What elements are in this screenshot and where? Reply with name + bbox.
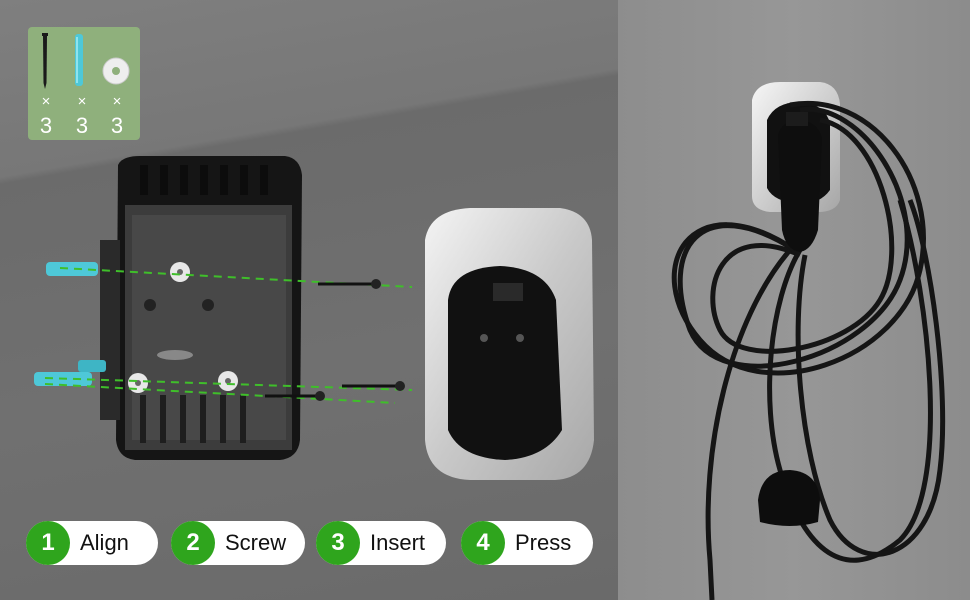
parts-kit-card: × × × 3 3 3 xyxy=(28,27,140,140)
part-multiplier: × xyxy=(77,93,87,110)
step-number-badge: 1 xyxy=(26,521,70,565)
washer-icon xyxy=(102,57,130,85)
screw-icon xyxy=(42,33,48,89)
step-label: Insert xyxy=(370,530,426,555)
wall-anchor-icon xyxy=(34,262,106,386)
charger-holster xyxy=(425,208,594,480)
part-count: 3 xyxy=(39,113,53,138)
part-multiplier: × xyxy=(112,93,122,110)
step-number-badge: 4 xyxy=(461,521,505,565)
step-label: Screw xyxy=(225,530,287,555)
parts-icons xyxy=(42,33,130,89)
screw-icon xyxy=(265,279,405,401)
wall-anchor-icon xyxy=(75,34,83,86)
step-press: 4 Press xyxy=(461,521,593,565)
step-label: Align xyxy=(80,530,129,555)
part-count: 3 xyxy=(110,113,124,138)
exploded-illustration xyxy=(34,156,594,480)
part-multiplier: × xyxy=(41,93,51,110)
installed-charger-panel xyxy=(618,0,970,600)
wall-bracket xyxy=(100,156,302,460)
step-number-badge: 3 xyxy=(316,521,360,565)
step-insert: 3 Insert xyxy=(316,521,446,565)
step-label: Press xyxy=(515,530,572,555)
step-number-badge: 2 xyxy=(171,521,215,565)
alignment-guides xyxy=(44,267,413,404)
step-screw: 2 Screw xyxy=(171,521,305,565)
step-align: 1 Align xyxy=(26,521,158,565)
part-count: 3 xyxy=(75,113,89,138)
